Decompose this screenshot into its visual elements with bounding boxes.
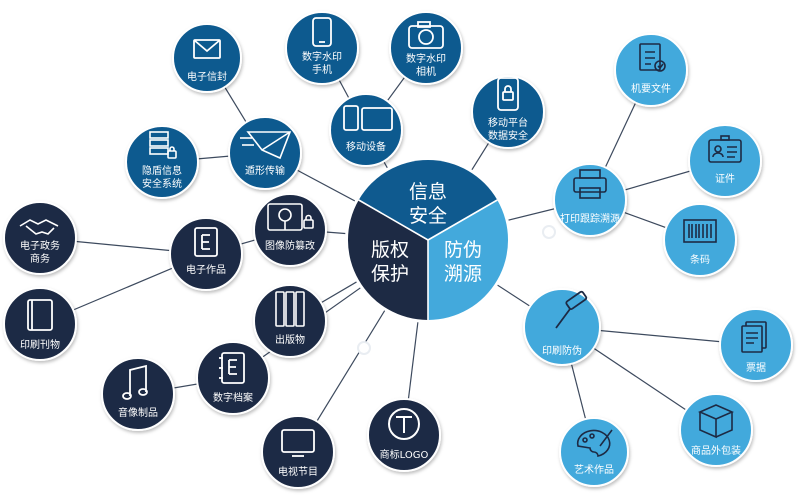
phone-icon: [312, 17, 332, 47]
node-label: 商标LOGO: [380, 448, 429, 461]
server-lock-icon: [149, 131, 177, 159]
node-label: 遁形传输: [245, 164, 285, 177]
camera-icon: [408, 21, 444, 49]
node-label: 机要文件: [631, 82, 671, 95]
music-note-icon: [122, 364, 148, 400]
book-icon: [27, 299, 53, 331]
center-right-line2: 溯源: [444, 263, 482, 285]
node-shangbiao[interactable]: [367, 398, 441, 472]
node-label: 数据安全: [488, 129, 528, 142]
mobile-tablet-icon: [343, 105, 393, 131]
node-dayingenzong[interactable]: [553, 163, 627, 237]
node-label: 商务: [30, 252, 50, 265]
node-label: 图像防篡改: [265, 239, 315, 252]
node-tiaoma[interactable]: [663, 203, 737, 277]
node-yidongpingtai[interactable]: [471, 75, 545, 149]
node-label: 相机: [416, 65, 436, 78]
node-yinshuafangwei[interactable]: [523, 288, 601, 366]
node-label: 安全系统: [142, 177, 182, 190]
node-label: 电视节目: [278, 465, 318, 478]
trademark-t-icon: [388, 408, 420, 440]
node-yindun[interactable]: [125, 125, 199, 199]
node-label: 电子政务: [20, 239, 60, 252]
center-node[interactable]: 信息 安全 版权 保护 防伪 溯源: [345, 157, 511, 323]
image-lock-icon: [267, 203, 314, 231]
paint-roller-icon: [555, 290, 588, 329]
ebook-icon: [194, 227, 218, 257]
node-label: 隐盾信息: [142, 164, 182, 177]
id-card-icon: [708, 135, 742, 163]
tv-icon: [281, 429, 315, 457]
node-label: 条码: [690, 253, 710, 266]
center-right-line1: 防伪: [444, 239, 482, 261]
node-shuzidangan[interactable]: [196, 341, 270, 415]
node-chubanwu[interactable]: [253, 284, 327, 358]
node-label: 印刷防伪: [542, 344, 582, 357]
handshake-icon: [19, 219, 59, 235]
center-top-line1: 信息: [409, 181, 447, 203]
node-yinshuakanwu[interactable]: [3, 287, 77, 361]
document-check-icon: [639, 43, 666, 72]
node-label: 电子信封: [187, 70, 227, 83]
node-label: 数字水印: [302, 50, 342, 63]
node-label: 音像制品: [118, 406, 158, 419]
decor-ring: [542, 225, 556, 239]
node-label: 数字档案: [213, 391, 253, 404]
center-left-line2: 保护: [371, 263, 409, 285]
node-label: 艺术作品: [574, 464, 614, 476]
node-dixingchuanshu[interactable]: [228, 116, 302, 190]
palette-icon: [576, 429, 613, 458]
receipt-icon: [741, 321, 767, 353]
envelope-icon: [193, 39, 221, 59]
center-left-line1: 版权: [371, 239, 409, 261]
node-label: 证件: [715, 173, 735, 185]
bookshelf-icon: [275, 291, 305, 327]
center-sector-anti-counterfeit[interactable]: [428, 200, 509, 320]
node-label: 打印跟踪溯源: [560, 212, 620, 225]
decor-ring: [357, 341, 371, 355]
node-label: 移动平台: [488, 116, 528, 129]
node-label: 数字水印: [406, 52, 446, 65]
node-zhengjian[interactable]: [688, 124, 762, 198]
phone-lock-icon: [497, 77, 519, 111]
node-label: 商品外包装: [691, 444, 741, 457]
sector-divider: [358, 199, 429, 241]
node-label: 印刷刊物: [20, 338, 60, 351]
printer-icon: [573, 169, 607, 199]
node-shuziyinshouji[interactable]: [285, 11, 359, 85]
node-label: 出版物: [275, 333, 305, 346]
node-label: 手机: [312, 63, 332, 76]
node-label: 电子作品: [186, 263, 226, 276]
node-dianzizhengwu[interactable]: [3, 201, 77, 275]
archive-e-icon: [219, 352, 245, 384]
paper-plane-icon: [240, 131, 292, 160]
center-sector-copyright[interactable]: [347, 200, 428, 320]
node-dianzizuopin[interactable]: [169, 217, 243, 291]
node-yinxiangzhipin[interactable]: [101, 357, 175, 431]
node-label: 票据: [746, 361, 766, 374]
node-label: 移动设备: [346, 140, 386, 153]
center-top-line2: 安全: [409, 205, 447, 227]
barcode-icon: [683, 219, 717, 243]
package-box-icon: [698, 404, 734, 439]
sector-divider: [427, 199, 498, 241]
